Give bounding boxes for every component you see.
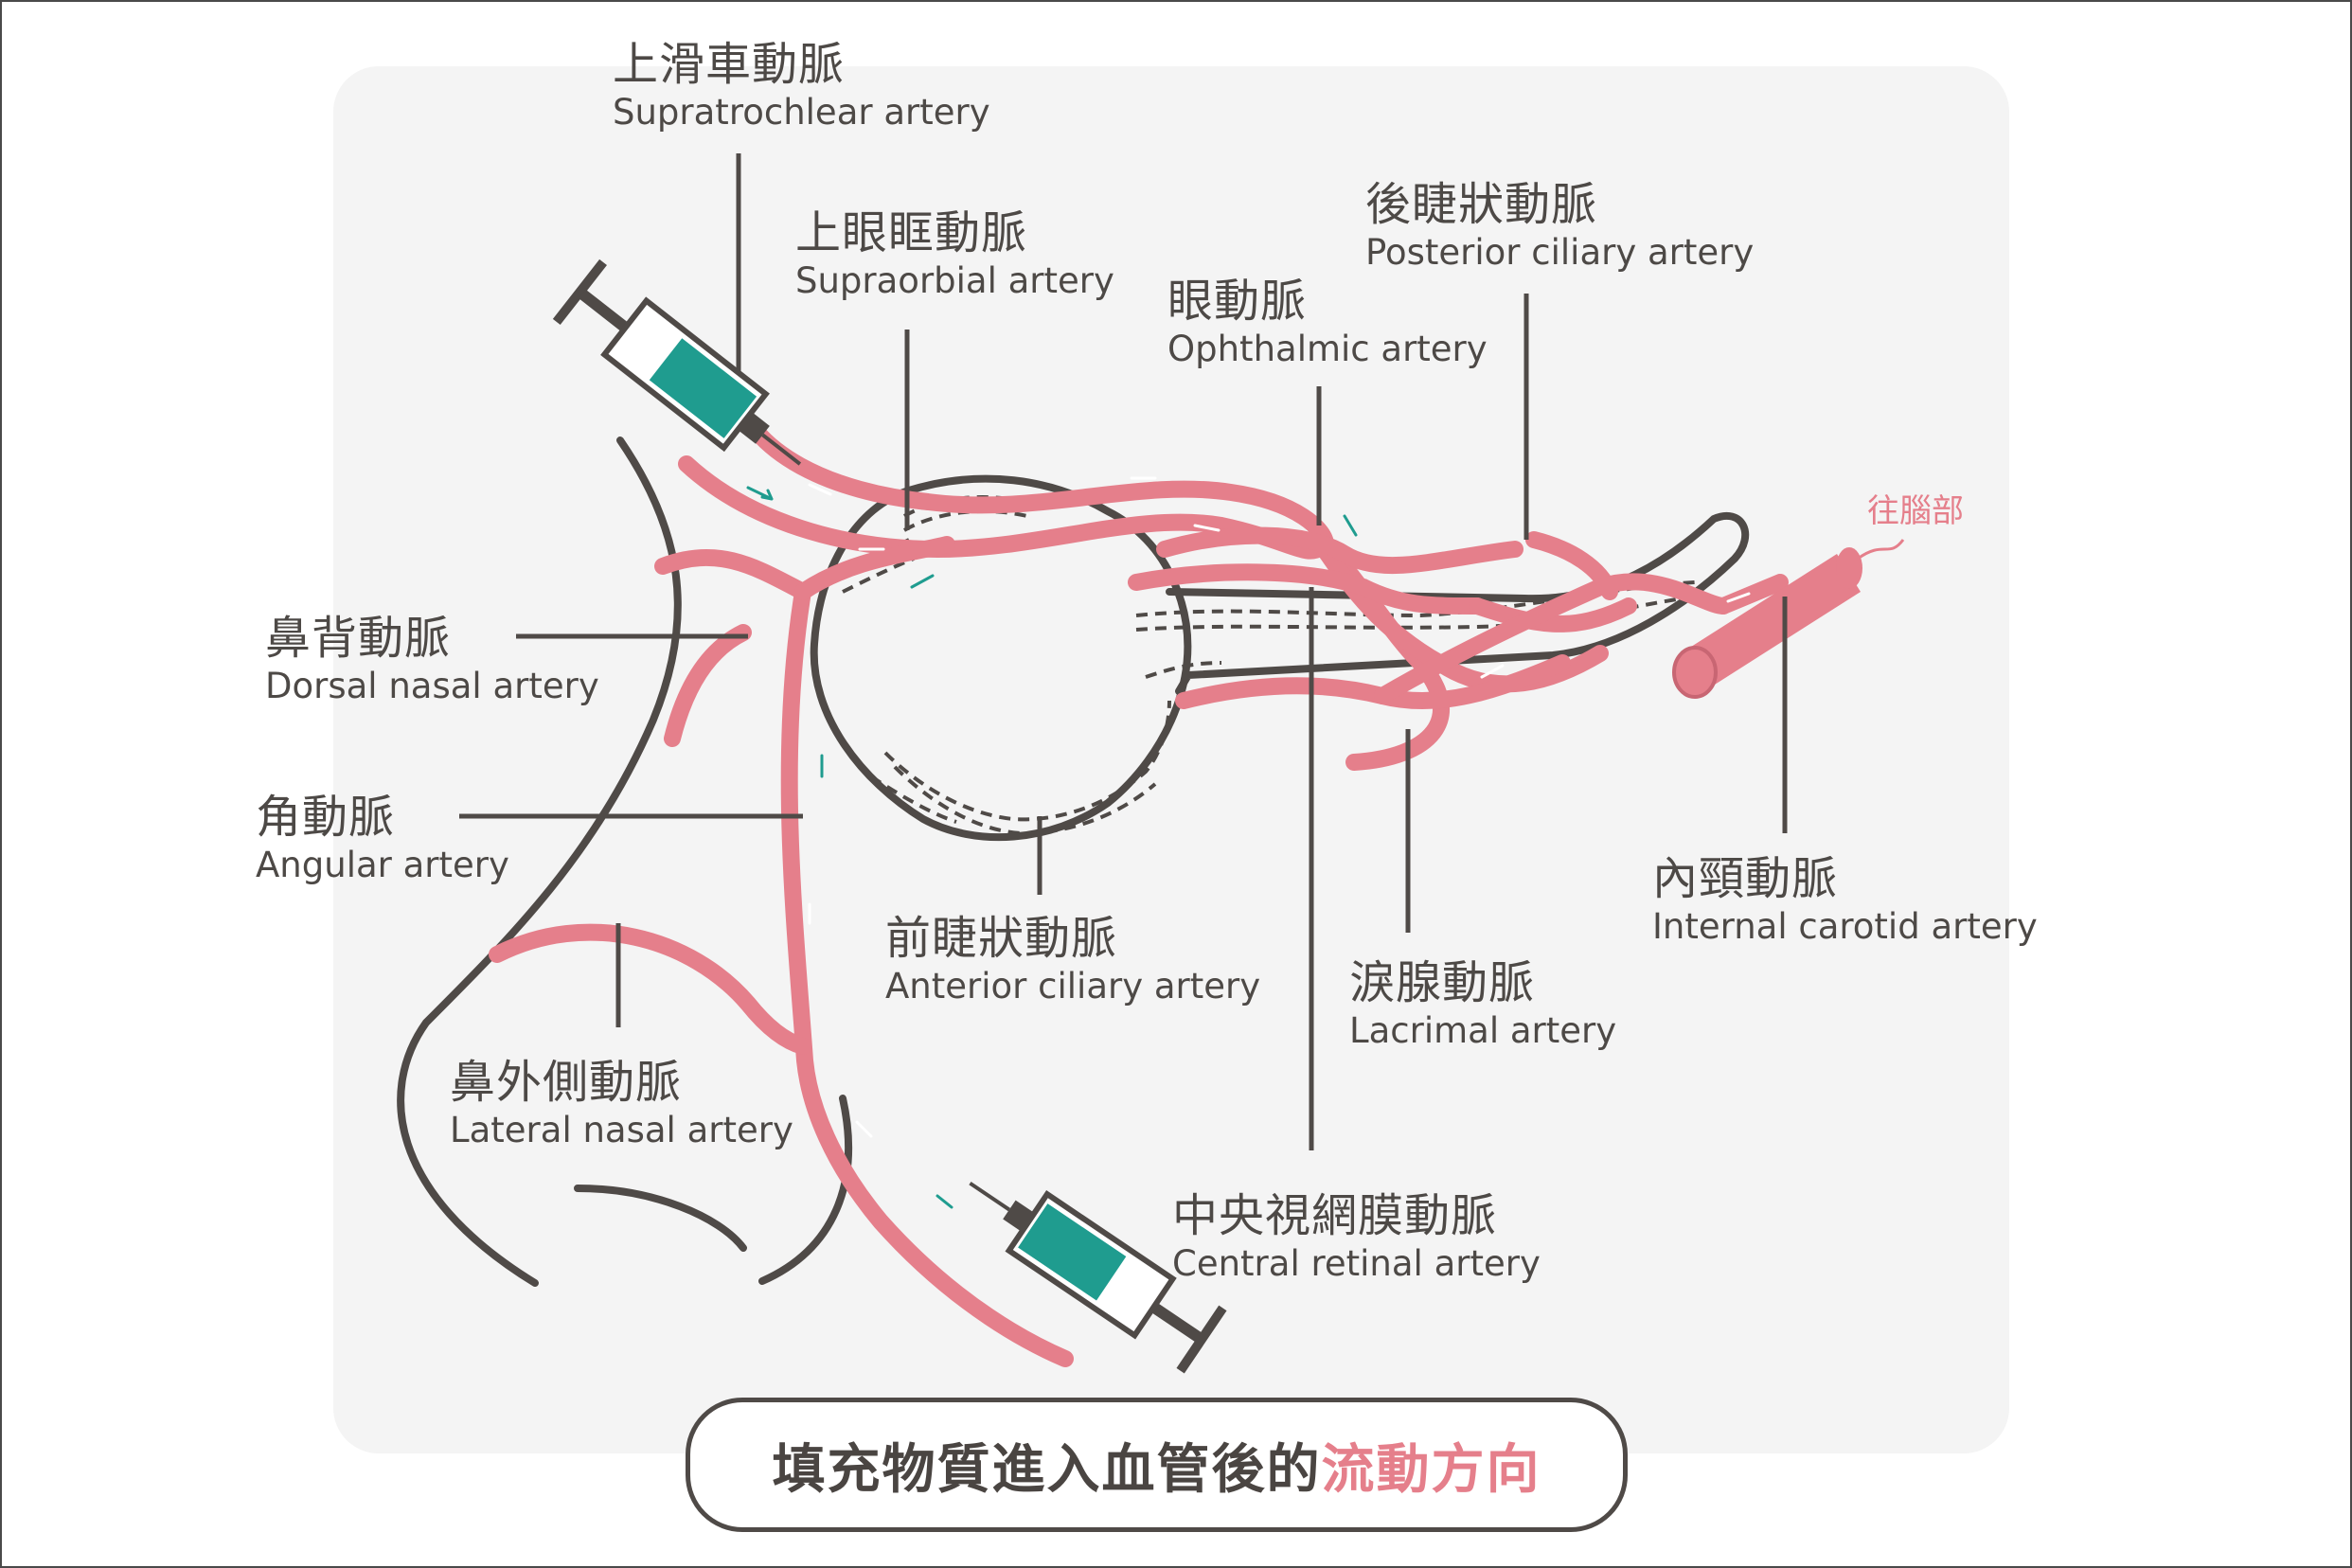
label-internal-carotid-artery: 內頸動脈 Internal carotid artery — [1652, 852, 2038, 947]
label-en: Ophthalmic artery — [1167, 328, 1488, 369]
label-zh: 角動脈 — [256, 791, 396, 844]
syringe-icon — [552, 258, 802, 466]
label-zh: 鼻外側動脈 — [450, 1056, 683, 1109]
label-zh: 淚腺動脈 — [1349, 956, 1536, 1009]
label-en: Supraorbial artery — [795, 259, 1114, 301]
label-en: Anterior ciliary artery — [885, 965, 1261, 1007]
label-supratrochlear-artery: 上滑車動脈 Supratrochlear artery — [613, 38, 990, 133]
internal-carotid-vessel — [1672, 539, 1905, 699]
diagram-panel — [333, 66, 2009, 1453]
label-en: Internal carotid artery — [1652, 905, 2038, 947]
syringe-icon — [969, 1181, 1227, 1374]
label-zh: 鼻背動脈 — [265, 612, 452, 665]
caption-text: 填充物質進入血管後的 — [772, 1438, 1322, 1501]
label-posterior-ciliary-artery: 後睫狀動脈 Posterior ciliary artery — [1365, 178, 1754, 273]
label-zh: 中央視網膜動脈 — [1172, 1189, 1498, 1242]
label-zh: 內頸動脈 — [1652, 852, 1839, 905]
label-en: Lateral nasal artery — [450, 1109, 793, 1150]
leader-lines — [459, 153, 1788, 1150]
label-anterior-ciliary-artery: 前睫狀動脈 Anterior ciliary artery — [885, 912, 1260, 1007]
label-en: Supratrochlear artery — [613, 91, 990, 133]
label-zh: 前睫狀動脈 — [885, 912, 1118, 965]
label-en: Posterior ciliary artery — [1365, 231, 1755, 273]
label-en: Lacrimal artery — [1349, 1009, 1617, 1051]
label-dorsal-nasal-artery: 鼻背動脈 Dorsal nasal artery — [265, 612, 599, 706]
caption-box: 填充物質進入血管後的流動方向 — [686, 1398, 1628, 1532]
label-ophthalmic-artery: 眼動脈 Ophthalmic artery — [1167, 275, 1488, 369]
label-zh: 後睫狀動脈 — [1365, 178, 1598, 231]
label-central-retinal-artery: 中央視網膜動脈 Central retinal artery — [1172, 1189, 1541, 1284]
label-zh: 眼動脈 — [1167, 275, 1308, 328]
to-brain-label: 往腦部 — [1867, 492, 1964, 530]
label-lacrimal-artery: 淚腺動脈 Lacrimal artery — [1349, 956, 1616, 1051]
label-lateral-nasal-artery: 鼻外側動脈 Lateral nasal artery — [450, 1056, 793, 1150]
label-zh: 上眼眶動脈 — [795, 206, 1028, 259]
caption-highlight: 流動方向 — [1321, 1438, 1541, 1501]
label-en: Dorsal nasal artery — [265, 665, 599, 706]
label-supraorbital-artery: 上眼眶動脈 Supraorbial artery — [795, 206, 1114, 301]
label-en: Central retinal artery — [1172, 1242, 1541, 1284]
flow-arrows — [746, 476, 1751, 1209]
label-zh: 上滑車動脈 — [613, 38, 846, 91]
face-outline — [397, 437, 853, 1287]
label-en: Angular artery — [256, 844, 509, 885]
label-angular-artery: 角動脈 Angular artery — [256, 791, 509, 885]
